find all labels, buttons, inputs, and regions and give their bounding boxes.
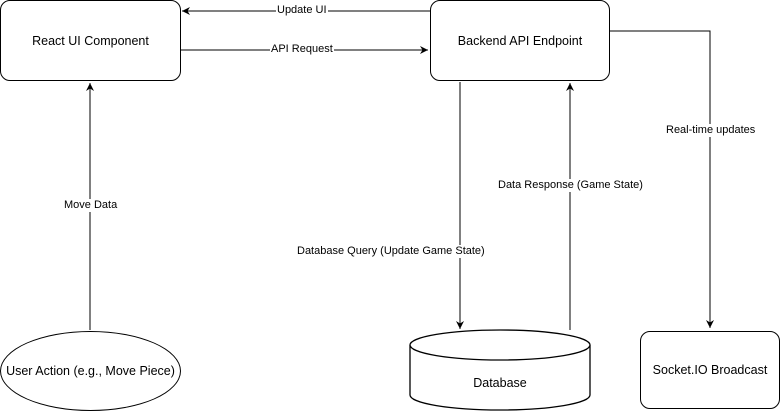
socketio-broadcast-node[interactable]: Socket.IO Broadcast [640, 331, 780, 409]
database-label: Database [473, 376, 527, 390]
edge-label-api-request: API Request [270, 43, 334, 56]
edge-label-update-ui: Update UI [276, 4, 328, 17]
edge-label-realtime: Real-time updates [665, 124, 757, 137]
user-action-node[interactable]: User Action (e.g., Move Piece) [0, 331, 181, 411]
edge-label-move-data: Move Data [63, 199, 119, 212]
backend-api-endpoint-label: Backend API Endpoint [457, 33, 583, 48]
edge-realtime [610, 30, 714, 328]
backend-api-endpoint-node[interactable]: Backend API Endpoint [430, 0, 610, 81]
edge-label-data-response: Data Response (Game State) [497, 179, 644, 192]
database-cylinder [409, 329, 591, 411]
react-ui-component-node[interactable]: React UI Component [0, 0, 181, 81]
edge-label-db-query: Database Query (Update Game State) [296, 245, 486, 258]
react-ui-component-label: React UI Component [32, 33, 149, 48]
user-action-label: User Action (e.g., Move Piece) [6, 364, 175, 378]
socketio-broadcast-label: Socket.IO Broadcast [652, 363, 768, 377]
